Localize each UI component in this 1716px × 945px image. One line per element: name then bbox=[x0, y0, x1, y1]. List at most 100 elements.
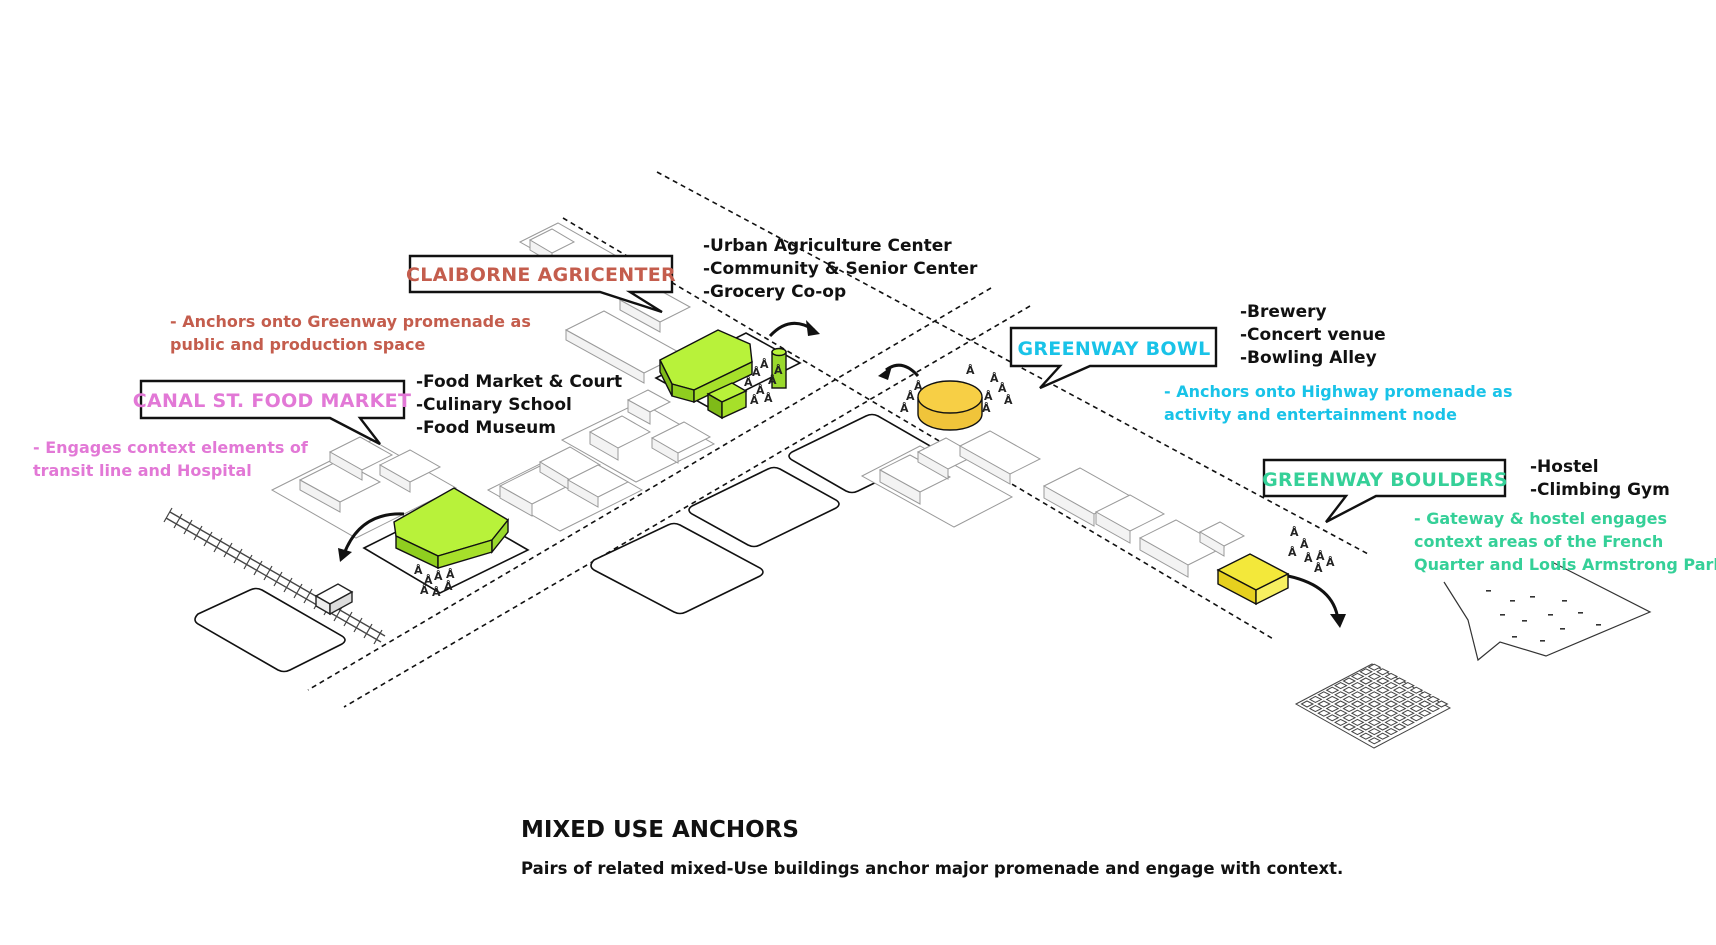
park-grid-cell bbox=[1384, 700, 1399, 708]
park-grid-cell bbox=[1434, 700, 1449, 708]
person-figure: Å bbox=[1004, 394, 1013, 407]
person-figure: Å bbox=[900, 402, 909, 415]
park-grid-cell bbox=[1418, 691, 1432, 699]
person-figure: Å bbox=[768, 374, 777, 387]
agricenter-note-line: public and production space bbox=[170, 335, 426, 354]
park-grid-cell bbox=[1325, 705, 1340, 713]
person-figure: Å bbox=[966, 364, 975, 377]
boulders-title: GREENWAY BOULDERS bbox=[1262, 469, 1508, 491]
food-market-use-item: -Culinary School bbox=[416, 395, 572, 415]
park-grid-cell bbox=[1359, 714, 1373, 722]
caption-text: Pairs of related mixed-Use buildings anc… bbox=[521, 859, 1343, 878]
park-grid-cell bbox=[1392, 695, 1407, 703]
agricenter-note: - Anchors onto Greenway promenade as pub… bbox=[170, 312, 531, 354]
person-figure: Å bbox=[432, 586, 441, 599]
park-grid-cell bbox=[1367, 663, 1382, 671]
greenway-boulders-site bbox=[1216, 553, 1290, 606]
park-grid-cell bbox=[1350, 709, 1365, 717]
plot-rail-yard bbox=[194, 587, 346, 673]
greenway-bowl-site bbox=[917, 380, 983, 431]
food-market-title: CANAL ST. FOOD MARKET bbox=[133, 390, 411, 412]
park-grid-cell bbox=[1359, 705, 1373, 713]
park-grid-cell bbox=[1350, 672, 1365, 680]
person-figure: Å bbox=[752, 366, 761, 379]
bowl-use-item: -Bowling Alley bbox=[1240, 348, 1377, 368]
person-figure: Å bbox=[434, 570, 443, 583]
transit-rail bbox=[163, 507, 386, 645]
person-figure: Å bbox=[1304, 552, 1313, 565]
park-grid-cell bbox=[1384, 728, 1399, 736]
park-grid-cell bbox=[1409, 705, 1424, 713]
park-grid-cell bbox=[1367, 682, 1382, 690]
person-figure: Å bbox=[1288, 546, 1297, 559]
park-grid-cell bbox=[1401, 691, 1415, 699]
person-figure: Å bbox=[990, 372, 999, 385]
park-grid-cell bbox=[1392, 677, 1407, 685]
person-figure: Å bbox=[982, 402, 991, 415]
person-figure: Å bbox=[750, 394, 759, 407]
person-figure: Å bbox=[1314, 562, 1323, 575]
park-grid-cell bbox=[1376, 714, 1390, 722]
park-grid-cell bbox=[1367, 672, 1382, 680]
bowl-note-line: - Anchors onto Highway promenade as bbox=[1164, 382, 1512, 401]
agricenter-title: CLAIBORNE AGRICENTER bbox=[406, 264, 676, 286]
plot-2 bbox=[688, 466, 840, 548]
bowl-note: - Anchors onto Highway promenade as acti… bbox=[1164, 382, 1512, 424]
boulders-note-line: context areas of the French bbox=[1414, 532, 1663, 551]
arrow-boulders bbox=[1287, 574, 1340, 621]
person-figure: Å bbox=[1316, 550, 1325, 563]
person-figure: Å bbox=[1290, 526, 1299, 539]
park-grid-cell bbox=[1384, 672, 1399, 680]
agricenter-use-item: -Grocery Co-op bbox=[703, 282, 846, 302]
park-grid-cell bbox=[1325, 695, 1340, 703]
park-grid-cell bbox=[1359, 668, 1373, 676]
park-grid-cell bbox=[1426, 695, 1441, 703]
person-figure: Å bbox=[424, 574, 433, 587]
agricenter-note-line: - Anchors onto Greenway promenade as bbox=[170, 312, 531, 331]
park-grid-cell bbox=[1308, 705, 1323, 713]
callout-boulders: GREENWAY BOULDERS bbox=[1262, 458, 1508, 524]
park-grid-cell bbox=[1384, 682, 1399, 690]
park-grid-cell bbox=[1350, 691, 1365, 699]
park-grid-cell bbox=[1392, 686, 1407, 694]
park-grid-cell bbox=[1359, 677, 1373, 685]
food-market-note-line: - Engages context elements of bbox=[33, 438, 309, 457]
park-grid-cell bbox=[1325, 686, 1340, 694]
park-grid-cell bbox=[1367, 718, 1382, 726]
caption-heading: MIXED USE ANCHORS bbox=[521, 817, 799, 843]
park-grid-cell bbox=[1376, 668, 1390, 676]
park-grid-cell bbox=[1376, 686, 1390, 694]
park-grid-cell bbox=[1401, 718, 1415, 726]
context-buildings bbox=[270, 222, 1246, 578]
callout-agricenter: CLAIBORNE AGRICENTER bbox=[406, 254, 676, 314]
park-grid-cell bbox=[1334, 700, 1348, 708]
park-grid-cell bbox=[1384, 709, 1399, 717]
park-grid-cell bbox=[1359, 732, 1373, 740]
person-figure: Å bbox=[744, 376, 753, 389]
plot-1 bbox=[590, 522, 764, 615]
person-figure: Å bbox=[914, 380, 923, 393]
park-grid-cell bbox=[1392, 705, 1407, 713]
park-grid-cell bbox=[1409, 686, 1424, 694]
person-figure: Å bbox=[774, 364, 783, 377]
person-figure: Å bbox=[760, 358, 769, 371]
greenway-line-bottom bbox=[562, 217, 1276, 641]
park-grid-cell bbox=[1367, 728, 1382, 736]
park-grid-cell bbox=[1359, 695, 1373, 703]
food-market-use-item: -Food Museum bbox=[416, 418, 556, 438]
park-grid-cell bbox=[1359, 686, 1373, 694]
park-grid-cell bbox=[1342, 686, 1357, 694]
park-grid-cell bbox=[1376, 677, 1390, 685]
food-market-note: - Engages context elements of transit li… bbox=[33, 438, 309, 480]
food-market-use-item: -Food Market & Court bbox=[416, 372, 622, 392]
person-figure: Å bbox=[1300, 538, 1309, 551]
park-grid-cell bbox=[1342, 723, 1357, 731]
boulders-use-item: -Hostel bbox=[1530, 457, 1599, 477]
person-figure: Å bbox=[1326, 556, 1335, 569]
park-grid-cell bbox=[1350, 728, 1365, 736]
engagement-arrows bbox=[338, 320, 1346, 628]
park-grid-cell bbox=[1384, 691, 1399, 699]
agricenter-uses: -Urban Agriculture Center -Community & S… bbox=[703, 236, 978, 302]
